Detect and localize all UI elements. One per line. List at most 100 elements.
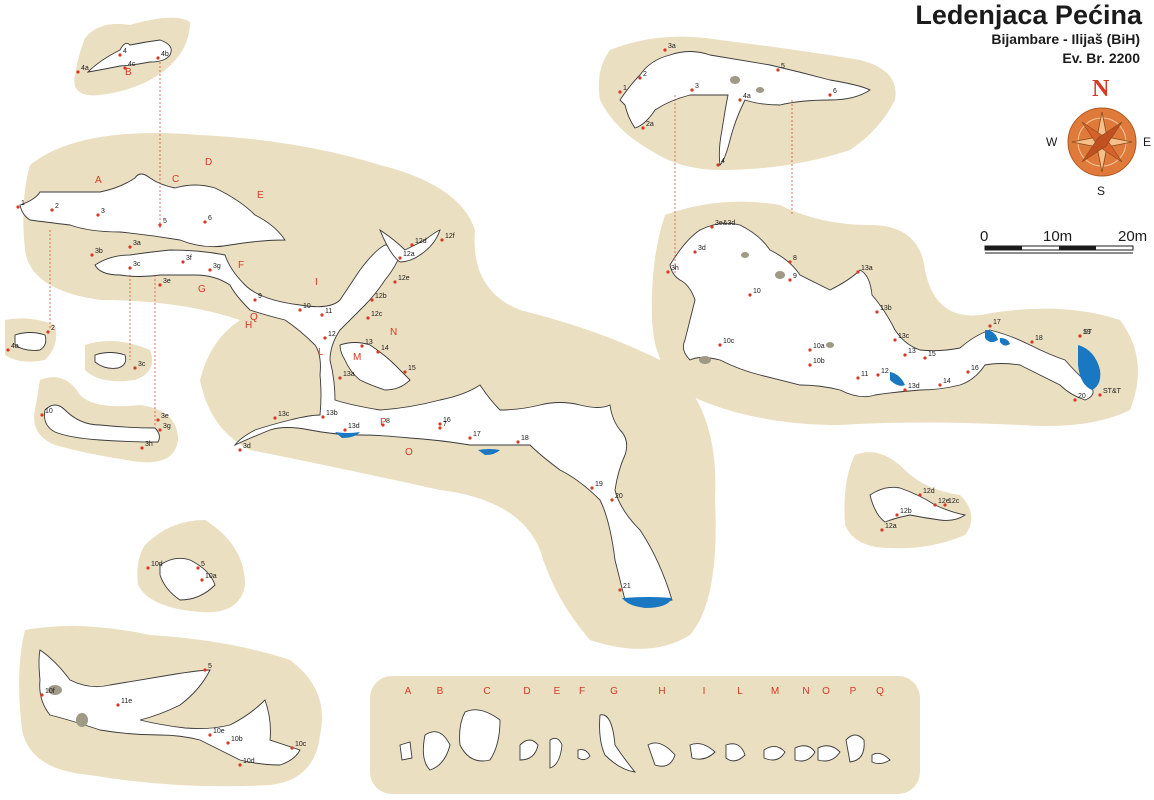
station-label: 3e&3d xyxy=(715,220,735,227)
station-marker xyxy=(156,418,160,422)
section-mark: P xyxy=(380,417,387,428)
station-marker xyxy=(90,253,94,257)
section-letter: C xyxy=(483,686,490,697)
station-label: 15 xyxy=(408,365,416,372)
station-marker xyxy=(903,388,907,392)
compass-west-label: W xyxy=(1046,135,1058,149)
station-marker xyxy=(208,733,212,737)
station-label: 12f xyxy=(445,233,455,240)
section-profile xyxy=(519,739,539,761)
station-label: 19 xyxy=(595,481,603,488)
section-profile xyxy=(763,746,786,761)
station-marker xyxy=(590,486,594,490)
station-marker xyxy=(40,693,44,697)
station-marker xyxy=(381,423,385,427)
scale-label-20m: 20m xyxy=(1118,228,1148,245)
station-label: 10f xyxy=(45,688,55,695)
passage-left-4 xyxy=(159,557,216,601)
section-letter: O xyxy=(822,686,830,697)
rock-debris xyxy=(48,76,834,727)
section-profile xyxy=(845,734,865,763)
station-label: 2 xyxy=(51,325,55,332)
station-label: 5 xyxy=(201,561,205,568)
station-label: 3b xyxy=(95,248,103,255)
station-label: 3f xyxy=(186,255,192,262)
section-profile xyxy=(794,745,816,762)
station-label: 4c xyxy=(128,61,136,68)
station-label: 4b xyxy=(161,51,169,58)
station-label: 13 xyxy=(365,339,373,346)
compass-south-label: S xyxy=(1097,184,1106,198)
station-label: 12a xyxy=(885,523,897,530)
station-marker xyxy=(440,238,444,242)
station-label: 6 xyxy=(208,215,212,222)
section-mark: I xyxy=(315,277,318,288)
station-marker xyxy=(693,250,697,254)
station-label: 10c xyxy=(295,741,307,748)
station-marker xyxy=(468,436,472,440)
station-label: 15 xyxy=(928,351,936,358)
station-marker xyxy=(516,440,520,444)
station-marker xyxy=(203,220,207,224)
station-label: 18 xyxy=(521,435,529,442)
station-marker xyxy=(40,413,44,417)
station-marker xyxy=(808,363,812,367)
section-letter: G xyxy=(610,686,618,697)
station-marker xyxy=(398,256,402,260)
scale-bar xyxy=(984,245,1134,254)
station-marker xyxy=(123,66,127,70)
station-marker xyxy=(403,370,407,374)
section-mark: L xyxy=(318,347,324,358)
station-marker xyxy=(856,376,860,380)
station-label: 8 xyxy=(386,418,390,425)
station-marker xyxy=(641,126,645,130)
section-mark: H xyxy=(245,320,252,331)
station-marker xyxy=(876,373,880,377)
station-marker xyxy=(46,330,50,334)
station-marker xyxy=(1098,393,1102,397)
station-marker xyxy=(895,513,899,517)
passage-left-3 xyxy=(44,404,160,443)
station-label: 4a xyxy=(743,93,751,100)
station-label: 10 xyxy=(45,408,53,415)
station-marker xyxy=(1073,398,1077,402)
station-label: 4 xyxy=(123,48,127,55)
station-marker xyxy=(776,68,780,72)
section-letter: L xyxy=(737,686,743,697)
station-marker xyxy=(788,260,792,264)
section-mark: B xyxy=(125,67,132,78)
station-label: 13a xyxy=(861,265,873,272)
station-marker xyxy=(666,270,670,274)
station-label: 10d xyxy=(243,758,255,765)
section-mark: A xyxy=(95,175,102,186)
station-marker xyxy=(610,498,614,502)
station-label: 13d xyxy=(908,383,920,390)
station-marker xyxy=(410,243,414,247)
station-label: 13 xyxy=(908,348,916,355)
rock xyxy=(48,685,62,695)
station-label: 3e xyxy=(163,278,171,285)
station-label: 10d xyxy=(151,561,163,568)
station-label: 3 xyxy=(101,208,105,215)
station-marker xyxy=(918,493,922,497)
station-label: 20 xyxy=(1078,393,1086,400)
station-marker xyxy=(290,746,294,750)
station-label: 10b xyxy=(813,358,825,365)
compass-rose-icon xyxy=(1067,107,1137,177)
section-mark: O xyxy=(405,447,413,458)
station-label: 13d xyxy=(348,423,360,430)
station-marker xyxy=(938,383,942,387)
station-marker xyxy=(16,205,20,209)
station-label: 16 xyxy=(971,365,979,372)
station-label: 13c xyxy=(898,333,910,340)
section-letter: I xyxy=(703,686,706,697)
station-marker xyxy=(96,213,100,217)
station-label: 9 xyxy=(793,273,797,280)
section-mark: E xyxy=(257,190,264,201)
station-marker xyxy=(156,56,160,60)
station-label: 3c xyxy=(138,361,146,368)
station-label: 10 xyxy=(303,303,311,310)
section-letter: B xyxy=(437,686,444,697)
station-marker xyxy=(788,278,792,282)
